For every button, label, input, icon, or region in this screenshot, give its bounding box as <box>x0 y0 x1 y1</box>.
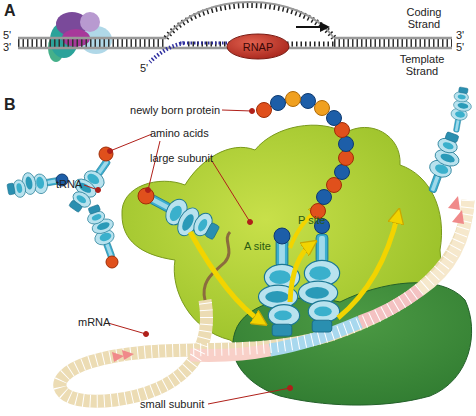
leader-line <box>148 141 160 190</box>
amino-acid <box>317 190 332 205</box>
leader-dot <box>248 220 253 225</box>
strand-name: Template Strand <box>392 53 452 77</box>
leader-line <box>110 134 152 151</box>
amino-acid <box>327 111 342 126</box>
amino-acid <box>315 101 330 116</box>
rna-polymerase <box>227 34 289 59</box>
mrna-ticks <box>60 200 468 401</box>
amino-acid <box>339 137 354 152</box>
strand-name: Coding Strand <box>398 6 450 30</box>
part-label: small subunit <box>140 398 204 410</box>
leader-line <box>208 388 290 404</box>
direction-chevron <box>448 196 460 210</box>
leader-dot <box>96 188 101 193</box>
leader-dot <box>144 332 149 337</box>
trna <box>6 167 64 199</box>
panel-letter: A <box>4 2 16 20</box>
trna <box>422 130 468 197</box>
amino-acid <box>271 96 286 111</box>
rna-strand <box>150 43 184 62</box>
amino-acid <box>286 92 301 107</box>
mrna-codons <box>420 200 468 290</box>
amino-acid <box>138 188 154 204</box>
part-label: mRNA <box>78 316 110 328</box>
enzyme-ellipse: RNAP <box>226 33 290 60</box>
dna-rungs <box>334 39 452 48</box>
leader-dot <box>250 109 255 114</box>
part-label: large subunit <box>150 152 213 164</box>
amino-acid <box>339 151 354 166</box>
trna <box>448 86 474 134</box>
leader-dot <box>146 188 151 193</box>
mrna-codons <box>360 290 420 322</box>
amino-acid <box>274 228 290 244</box>
leader-dot <box>288 386 293 391</box>
leader-lines <box>84 109 293 405</box>
direction-chevron <box>122 350 134 360</box>
strand-end: 5' <box>140 62 148 74</box>
amino-acid <box>327 178 342 193</box>
part-label: amino acids <box>150 127 209 139</box>
strand-end: 3' <box>3 41 11 53</box>
strand-end: 5' <box>3 29 11 41</box>
amino-acid <box>257 103 272 118</box>
motion-arrow <box>338 214 398 318</box>
strand-end: 3' <box>456 29 464 41</box>
enzyme-label: RNAP <box>243 41 274 53</box>
dna-rungs <box>166 5 334 38</box>
protein-blob <box>80 12 100 32</box>
site-label: P site <box>298 214 325 226</box>
coding-strand <box>334 37 452 40</box>
part-label: tRNA <box>56 178 82 190</box>
mrna-strand <box>60 200 468 401</box>
protein-chain <box>257 92 354 234</box>
site-label: A site <box>244 240 271 252</box>
trna <box>84 202 125 262</box>
coding-strand <box>166 2 334 38</box>
amino-acid <box>335 165 350 180</box>
dna-rungs <box>18 39 166 48</box>
direction-chevron <box>452 210 464 224</box>
panel-letter: B <box>4 96 16 114</box>
motion-arrow <box>290 244 312 302</box>
leader-line <box>222 110 252 111</box>
leader-line <box>212 161 250 222</box>
amino-acid <box>301 94 316 109</box>
amino-acid <box>106 256 118 268</box>
strand-end: 5' <box>456 41 464 53</box>
coding-strand <box>18 37 166 40</box>
direction-arrow <box>296 26 328 28</box>
leader-line <box>108 323 146 334</box>
part-label: newly born protein <box>110 104 220 116</box>
direction-chevron <box>112 352 124 362</box>
leader-dot <box>108 149 113 154</box>
amino-acid <box>99 147 113 161</box>
